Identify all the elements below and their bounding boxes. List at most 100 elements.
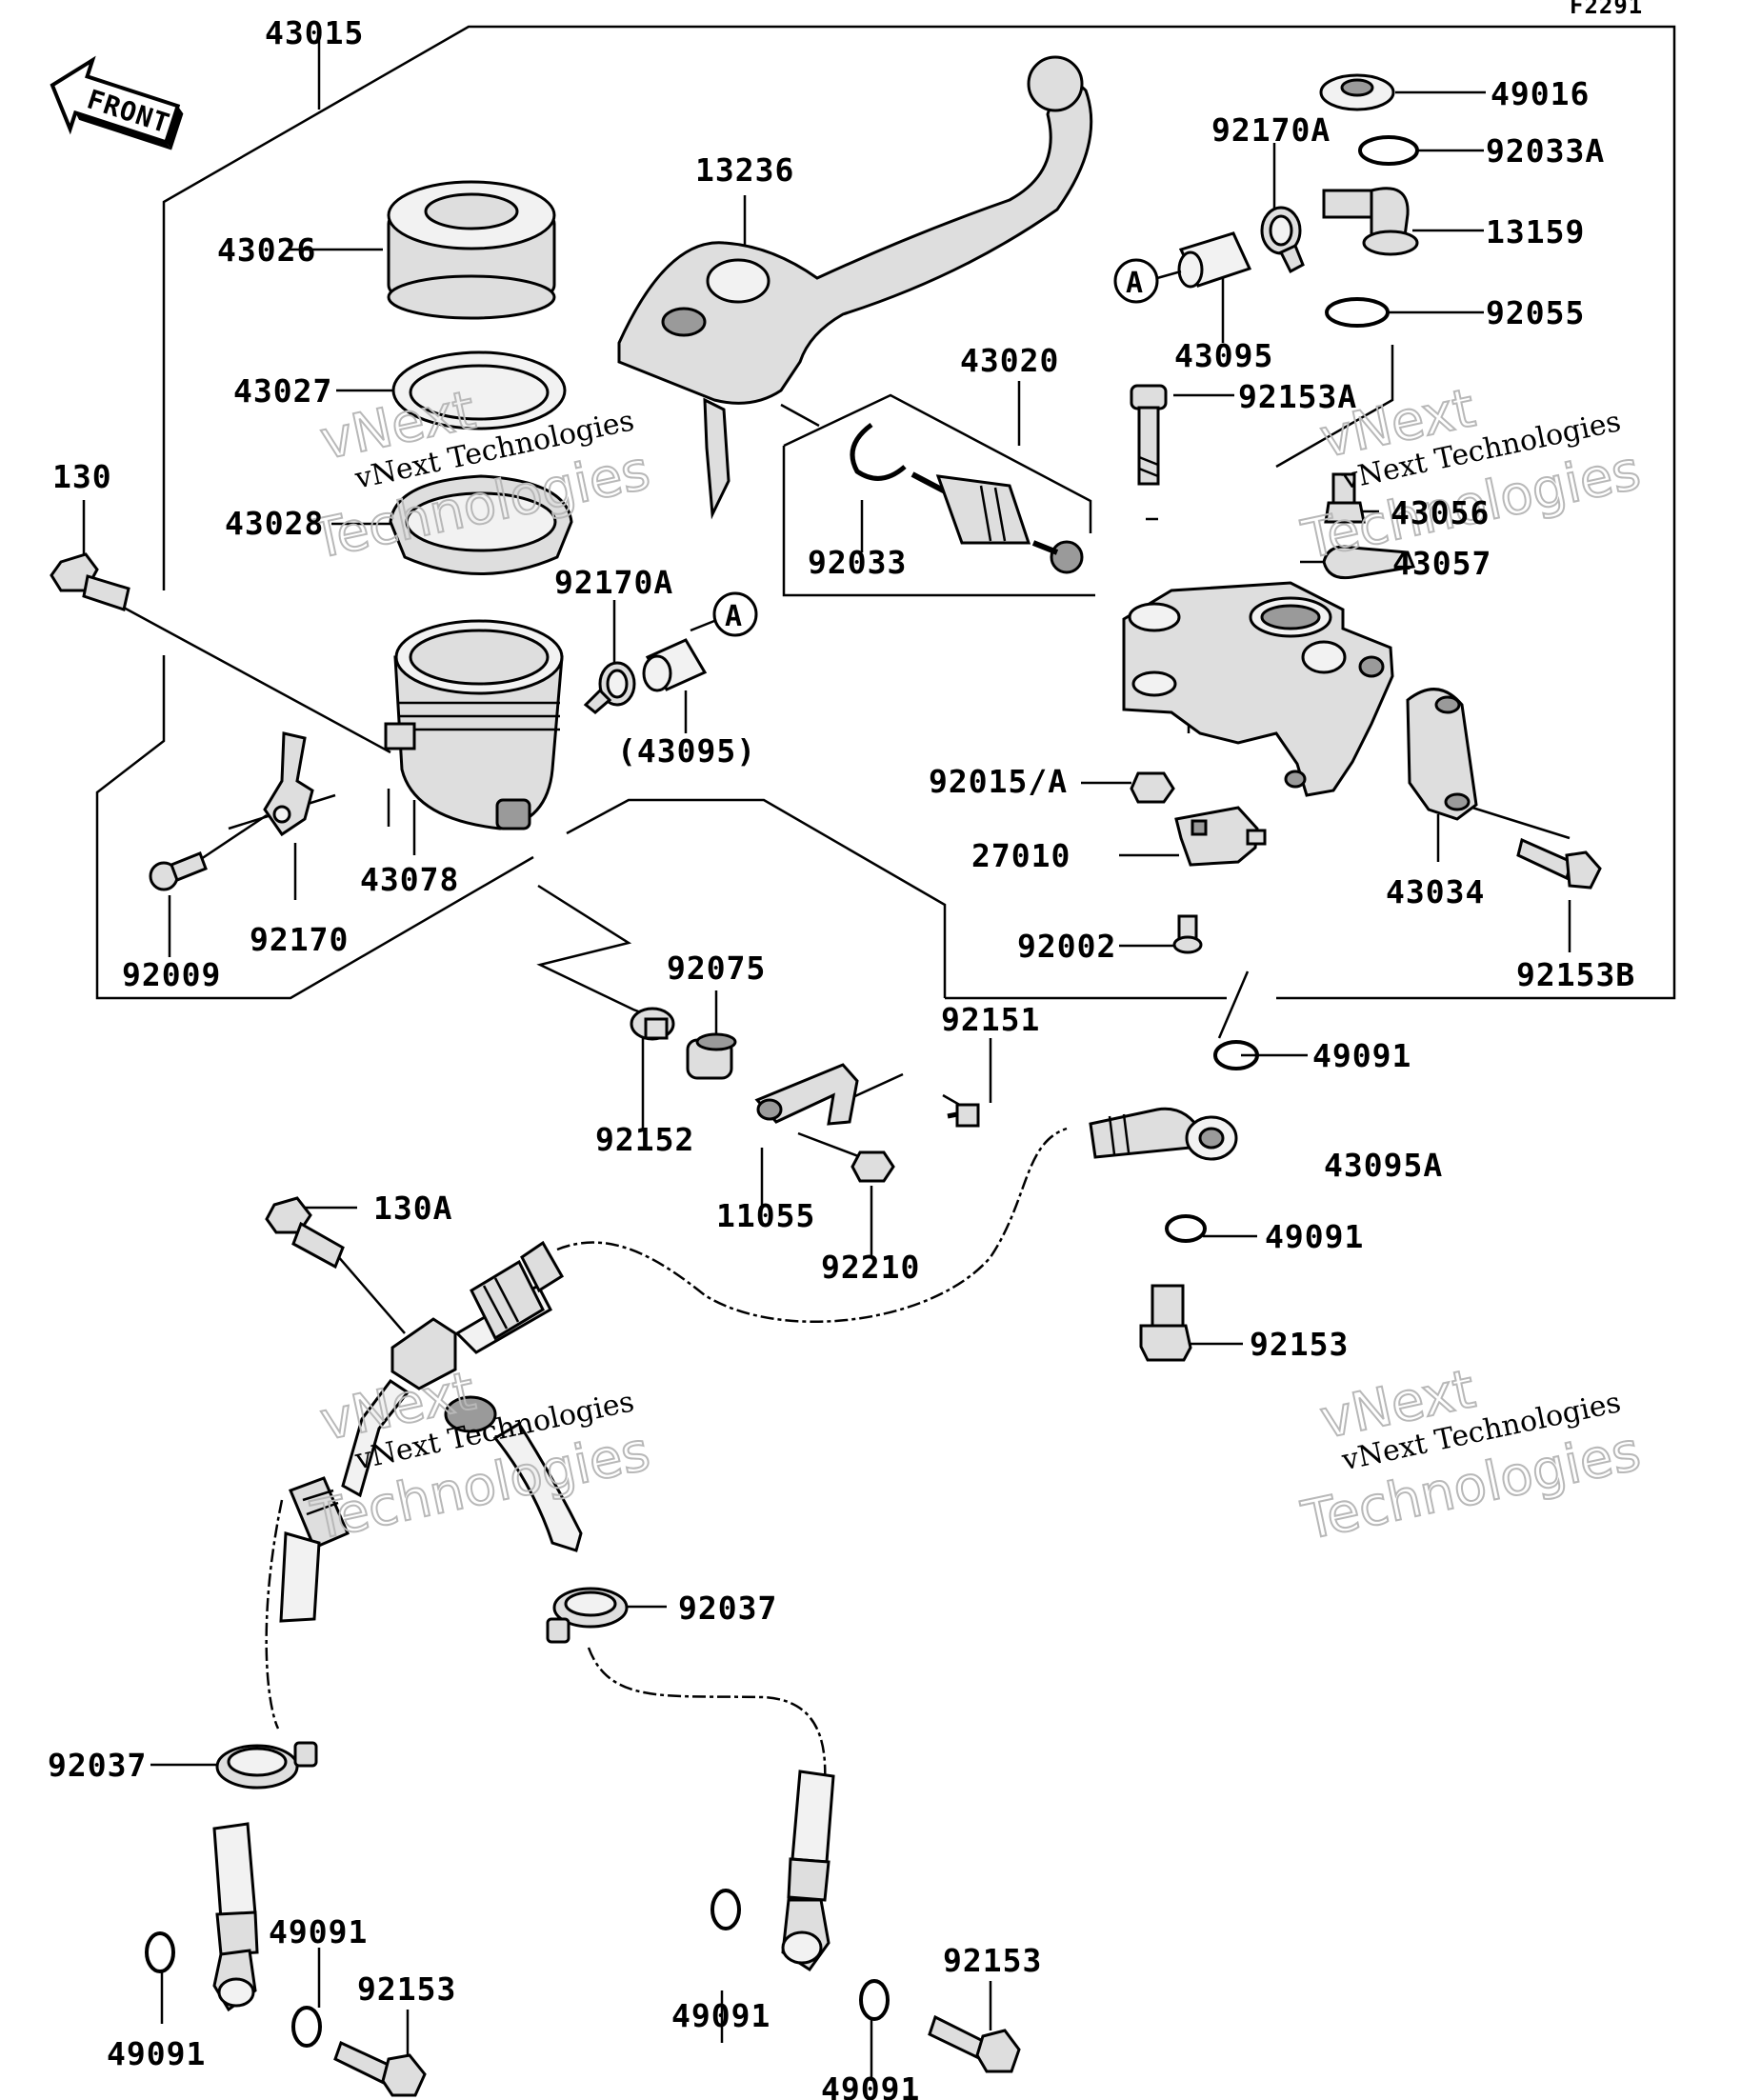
brake-hoses	[265, 1127, 1068, 1784]
callout-130a: 130A	[373, 1190, 452, 1227]
oring-92055	[1325, 297, 1390, 328]
washer-49091-a	[1213, 1040, 1259, 1070]
bolt-92153b	[1516, 837, 1602, 890]
diaphragm-plate	[391, 350, 567, 430]
callout-43027: 43027	[233, 372, 332, 410]
banjo-bolt-lower-left	[333, 2040, 427, 2097]
bolt-130	[50, 552, 130, 611]
callout-92153-a: 92153	[1250, 1326, 1349, 1363]
callout-49091-b: 49091	[1265, 1218, 1364, 1255]
callout-43026: 43026	[217, 231, 316, 269]
brake-switch	[1174, 806, 1267, 867]
callout-92153a: 92153A	[1238, 378, 1357, 415]
callout-92033: 92033	[808, 544, 907, 581]
callout-11055: 11055	[716, 1197, 815, 1234]
ref-a-marker-mid: A	[690, 591, 758, 637]
hose-clamp-92037-b	[215, 1741, 318, 1790]
right-hose-branch	[492, 1421, 583, 1552]
bleeder-valve	[1324, 472, 1366, 524]
banjo-bolt-right	[1139, 1284, 1192, 1362]
bolt-130a	[265, 1196, 345, 1270]
washer-49091-b	[1165, 1214, 1207, 1243]
callout-13159: 13159	[1486, 213, 1585, 250]
callout-92152: 92152	[595, 1121, 694, 1158]
brake-lever	[617, 55, 1093, 520]
fitting-13159	[1322, 187, 1419, 256]
washer-49091-e	[710, 1889, 741, 1930]
callout-43028: 43028	[225, 505, 324, 542]
callout-43078: 43078	[360, 861, 459, 898]
bleeder-cap	[1322, 545, 1416, 580]
callout-43095-paren: (43095)	[617, 732, 756, 770]
hose-clamp-92037-a	[546, 1587, 629, 1644]
pivot-bolt	[1130, 384, 1168, 486]
watermark-mid-left: vNext vNext Technologies Technologies	[305, 1359, 655, 1553]
hose-clamp-top	[1260, 206, 1305, 274]
front-arrow-icon: FRONT	[50, 55, 184, 150]
callout-130: 130	[52, 458, 112, 495]
circlip-92033a	[1358, 135, 1419, 166]
callout-92170: 92170	[250, 921, 349, 958]
callout-49016: 49016	[1491, 75, 1590, 112]
callout-43015: 43015	[265, 14, 364, 51]
callout-92153b: 92153B	[1516, 956, 1635, 993]
svg-text:A: A	[725, 600, 743, 633]
callout-13236: 13236	[695, 151, 794, 189]
grommet-92075	[686, 1032, 737, 1080]
callout-49091-d: 49091	[107, 2035, 206, 2072]
nut-92210	[850, 1150, 895, 1183]
callout-43034: 43034	[1386, 873, 1485, 910]
callout-92153-b: 92153	[357, 1970, 456, 2008]
reservoir	[384, 619, 564, 830]
hose-clamp-mid	[583, 661, 636, 714]
callout-49091-f: 49091	[821, 2070, 920, 2100]
circlip-92033	[850, 422, 907, 481]
figure-code: F2291	[1570, 0, 1643, 19]
callout-43056: 43056	[1391, 494, 1490, 531]
ref-a-marker-top: A	[1113, 258, 1182, 304]
bolt-92151	[947, 1103, 980, 1128]
piston-kit	[911, 471, 1084, 574]
callout-92153-c: 92153	[943, 1942, 1042, 1979]
callout-92170a-top: 92170A	[1211, 111, 1331, 149]
callout-43095a: 43095A	[1324, 1147, 1443, 1184]
lower-left-hose	[212, 1822, 259, 2012]
washer-49091-d	[291, 2006, 322, 2048]
master-cylinder-body	[1122, 581, 1394, 797]
banjo-fitting	[1089, 1107, 1238, 1161]
callout-92037-a: 92037	[678, 1590, 777, 1627]
callout-92009: 92009	[122, 956, 221, 993]
callout-43095: 43095	[1174, 337, 1273, 374]
screw-92002	[1172, 914, 1203, 954]
assembly-outline	[95, 25, 1676, 1019]
part-callouts: 43015 43026 43027 43028 130 13236 43020 …	[48, 14, 1635, 2100]
lower-right-hose	[781, 1770, 835, 1972]
left-hose-branch	[279, 1378, 410, 1623]
washer-49091-f	[859, 1979, 890, 2021]
nut-92015a	[1130, 771, 1175, 804]
collar-92152	[630, 1007, 675, 1041]
reservoir-bracket	[263, 731, 314, 837]
callout-92151: 92151	[941, 1001, 1040, 1038]
banjo-bolt-lower-right	[928, 2014, 1021, 2073]
callout-92075: 92075	[667, 950, 766, 987]
screw-92009	[149, 851, 208, 891]
bracket-11055	[754, 1063, 859, 1126]
reservoir-cap	[387, 180, 556, 320]
callout-49091-e: 49091	[671, 1997, 770, 2034]
washer-49091-c	[145, 1931, 175, 1973]
callout-92033a: 92033A	[1486, 132, 1605, 170]
reservoir-hose	[642, 638, 708, 692]
callout-92170a-mid: 92170A	[554, 564, 673, 601]
callout-49091-a: 49091	[1312, 1037, 1411, 1074]
handlebar-clamp	[1406, 688, 1478, 821]
diaphragm	[389, 474, 573, 575]
callout-92015a: 92015/A	[929, 763, 1068, 800]
hose-43095	[1177, 231, 1252, 289]
callout-92210: 92210	[821, 1249, 920, 1286]
callout-92055: 92055	[1486, 294, 1585, 331]
svg-text:A: A	[1126, 267, 1144, 300]
cap-49016	[1319, 73, 1395, 111]
callout-92037-b: 92037	[48, 1747, 147, 1784]
